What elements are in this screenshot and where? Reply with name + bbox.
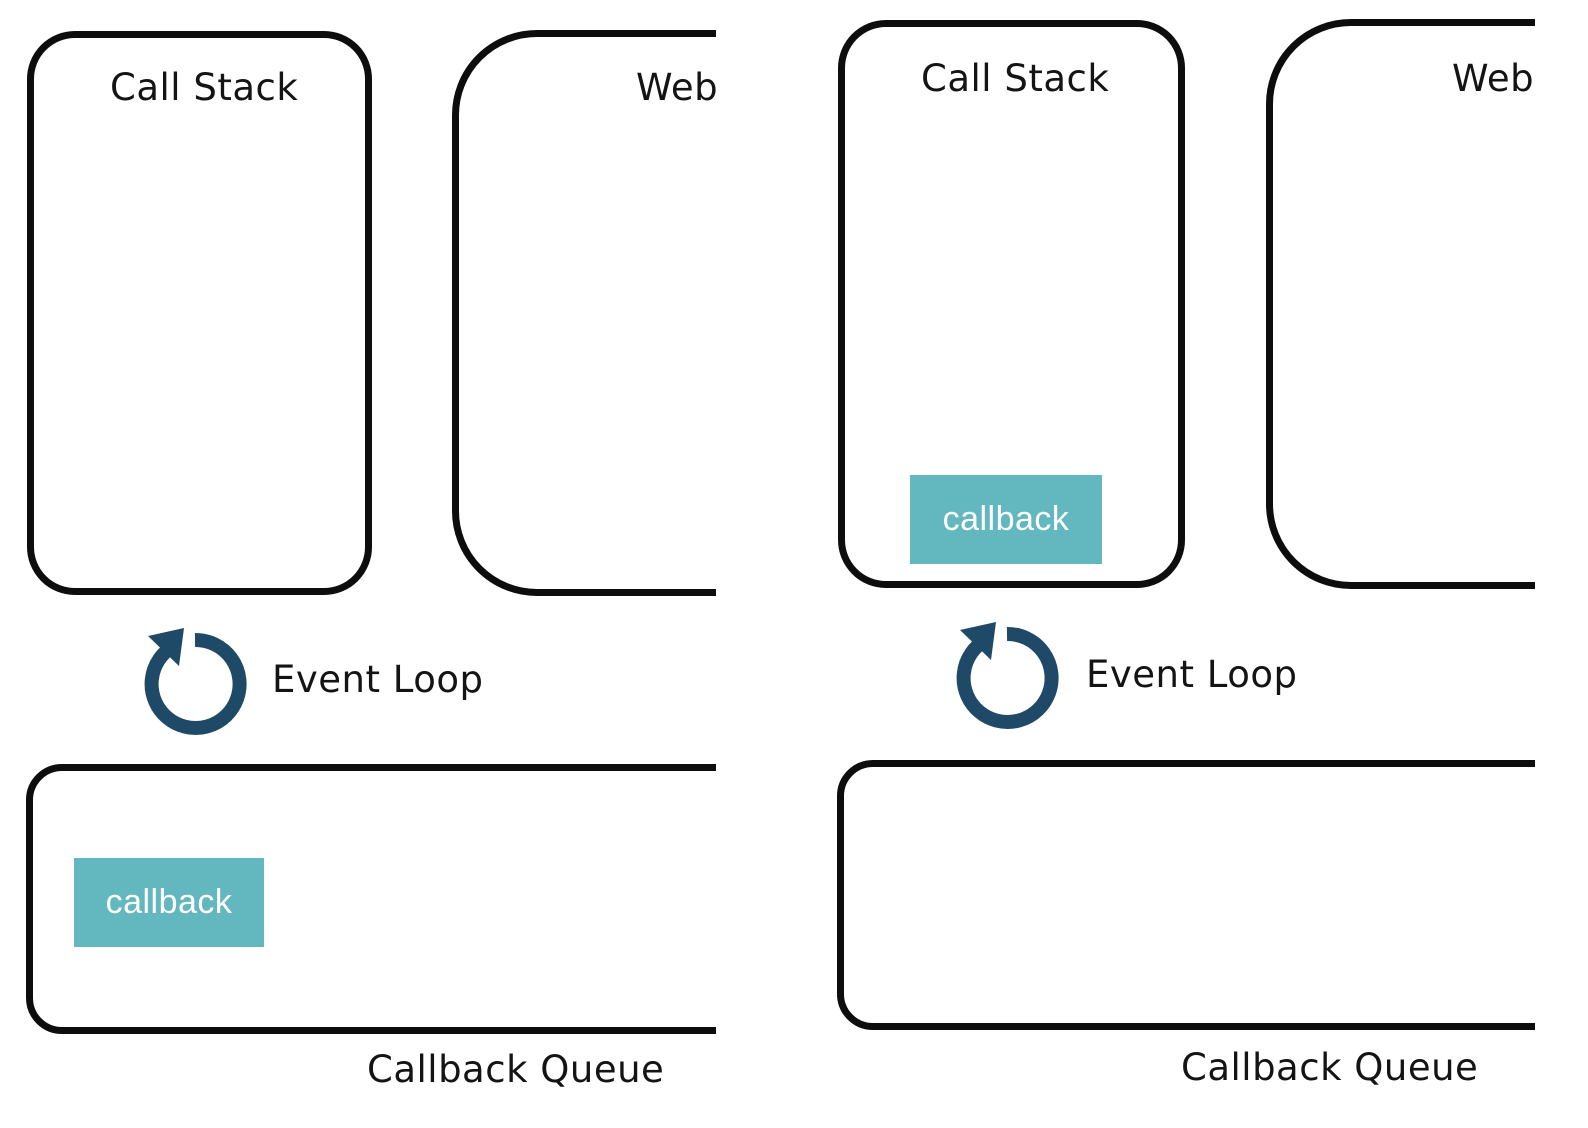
callback-chip: callback (74, 858, 264, 947)
call-stack-label: Call Stack (921, 57, 1110, 100)
call-stack-label: Call Stack (110, 66, 299, 109)
call-stack-box (27, 31, 372, 595)
event-loop-icon (956, 622, 1059, 729)
event-loop-icon (144, 628, 247, 735)
callback-queue-label: Callback Queue (1181, 1046, 1479, 1089)
diagram-frame-before: Call Stack Web Event Loop callback Callb… (0, 0, 716, 1128)
web-apis-label: Web (1452, 57, 1535, 100)
callback-queue-label: Callback Queue (367, 1048, 665, 1091)
event-loop-label: Event Loop (272, 658, 484, 701)
web-apis-label: Web (636, 66, 716, 109)
frame-clip: Call Stack callback Web Event Loop (794, 0, 1535, 1128)
diagram-frame-after: Call Stack callback Web Event Loop Callb… (794, 0, 1588, 1128)
web-apis-box (1266, 19, 1535, 589)
web-apis-box (452, 30, 716, 596)
frame-clip: Call Stack Web Event Loop callback (0, 0, 716, 1128)
callback-chip: callback (910, 475, 1102, 564)
callback-queue-box (837, 760, 1535, 1030)
event-loop-label: Event Loop (1086, 653, 1298, 696)
